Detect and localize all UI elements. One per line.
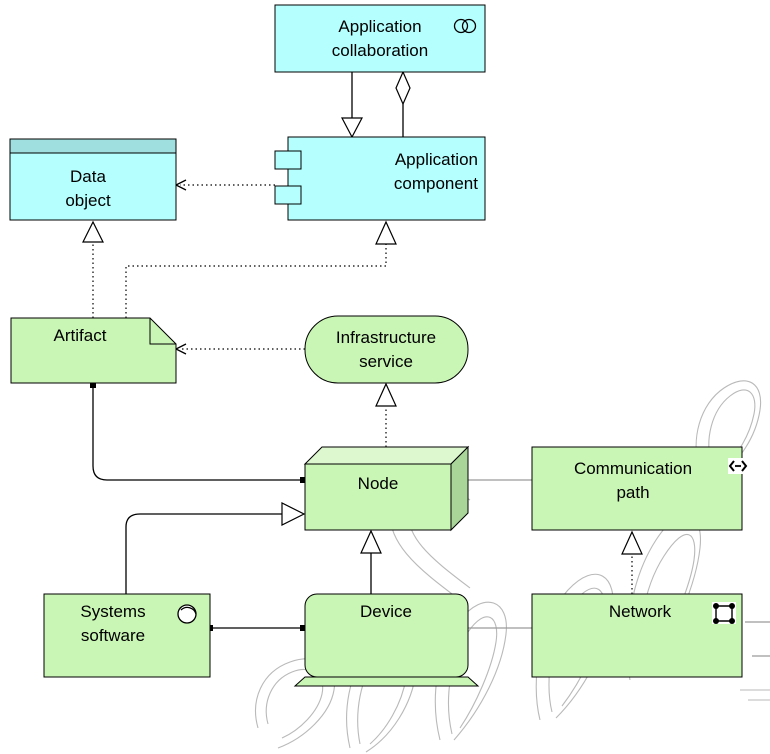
communication-path-icon xyxy=(728,458,748,474)
communication-path-label-line1: Communication xyxy=(574,459,692,478)
artifact-box[interactable]: Artifact xyxy=(10,317,177,384)
artifact-label: Artifact xyxy=(54,326,107,345)
component-icon-tab-bottom xyxy=(274,185,302,205)
application-component-label-line1: Application xyxy=(395,150,478,169)
infrastructure-service-box[interactable]: Infrastructure service xyxy=(304,315,469,384)
node-label: Node xyxy=(358,474,399,493)
network-icon xyxy=(712,602,736,624)
device-to-node-specialization xyxy=(360,529,382,594)
watermark xyxy=(255,380,770,753)
systems-software-box[interactable]: Systems software xyxy=(43,593,211,678)
device-base-icon xyxy=(293,676,480,687)
collaboration-to-component-specialization xyxy=(341,72,363,139)
artifact-folded-corner-icon xyxy=(149,318,176,345)
collaboration-component-aggregation xyxy=(395,70,411,137)
artifact-to-data-object-realization xyxy=(82,220,104,318)
node-box[interactable]: Node xyxy=(303,445,470,532)
application-collaboration-box[interactable]: Application collaboration xyxy=(274,4,486,73)
systems-software-to-node-specialization xyxy=(125,502,306,594)
component-to-data-object-access xyxy=(174,179,275,191)
data-object-box[interactable]: Data object xyxy=(9,138,177,221)
service-to-artifact-usage xyxy=(174,343,305,355)
device-label: Device xyxy=(360,602,412,621)
network-to-communication-realization xyxy=(621,530,643,594)
application-component-box[interactable]: Application component xyxy=(274,136,486,221)
systems-software-device-assignment xyxy=(207,625,306,631)
node-to-service-realization xyxy=(375,382,397,447)
artifact-to-component-realization xyxy=(125,220,397,318)
artifact-node-assignment xyxy=(90,382,306,483)
collaboration-icon xyxy=(453,18,477,34)
communication-path-box[interactable]: Communication path xyxy=(531,446,748,531)
node-top-face xyxy=(303,446,470,465)
component-icon-tab-top xyxy=(274,150,302,170)
system-software-icon xyxy=(177,604,197,624)
infrastructure-service-label-line2: service xyxy=(359,352,413,371)
infrastructure-service-label-line1: Infrastructure xyxy=(336,328,436,347)
application-collaboration-label-line2: collaboration xyxy=(332,41,428,60)
data-object-label-line1: Data xyxy=(70,167,106,186)
network-box[interactable]: Network xyxy=(531,593,743,678)
application-component-label-line2: component xyxy=(394,174,478,193)
communication-path-label-line2: path xyxy=(616,483,649,502)
network-label: Network xyxy=(609,602,672,621)
device-box[interactable]: Device xyxy=(293,593,480,687)
application-collaboration-label-line1: Application xyxy=(338,17,421,36)
data-object-header xyxy=(9,138,177,154)
data-object-label-line2: object xyxy=(65,191,111,210)
systems-software-label-line1: Systems xyxy=(80,602,145,621)
systems-software-label-line2: software xyxy=(81,626,145,645)
